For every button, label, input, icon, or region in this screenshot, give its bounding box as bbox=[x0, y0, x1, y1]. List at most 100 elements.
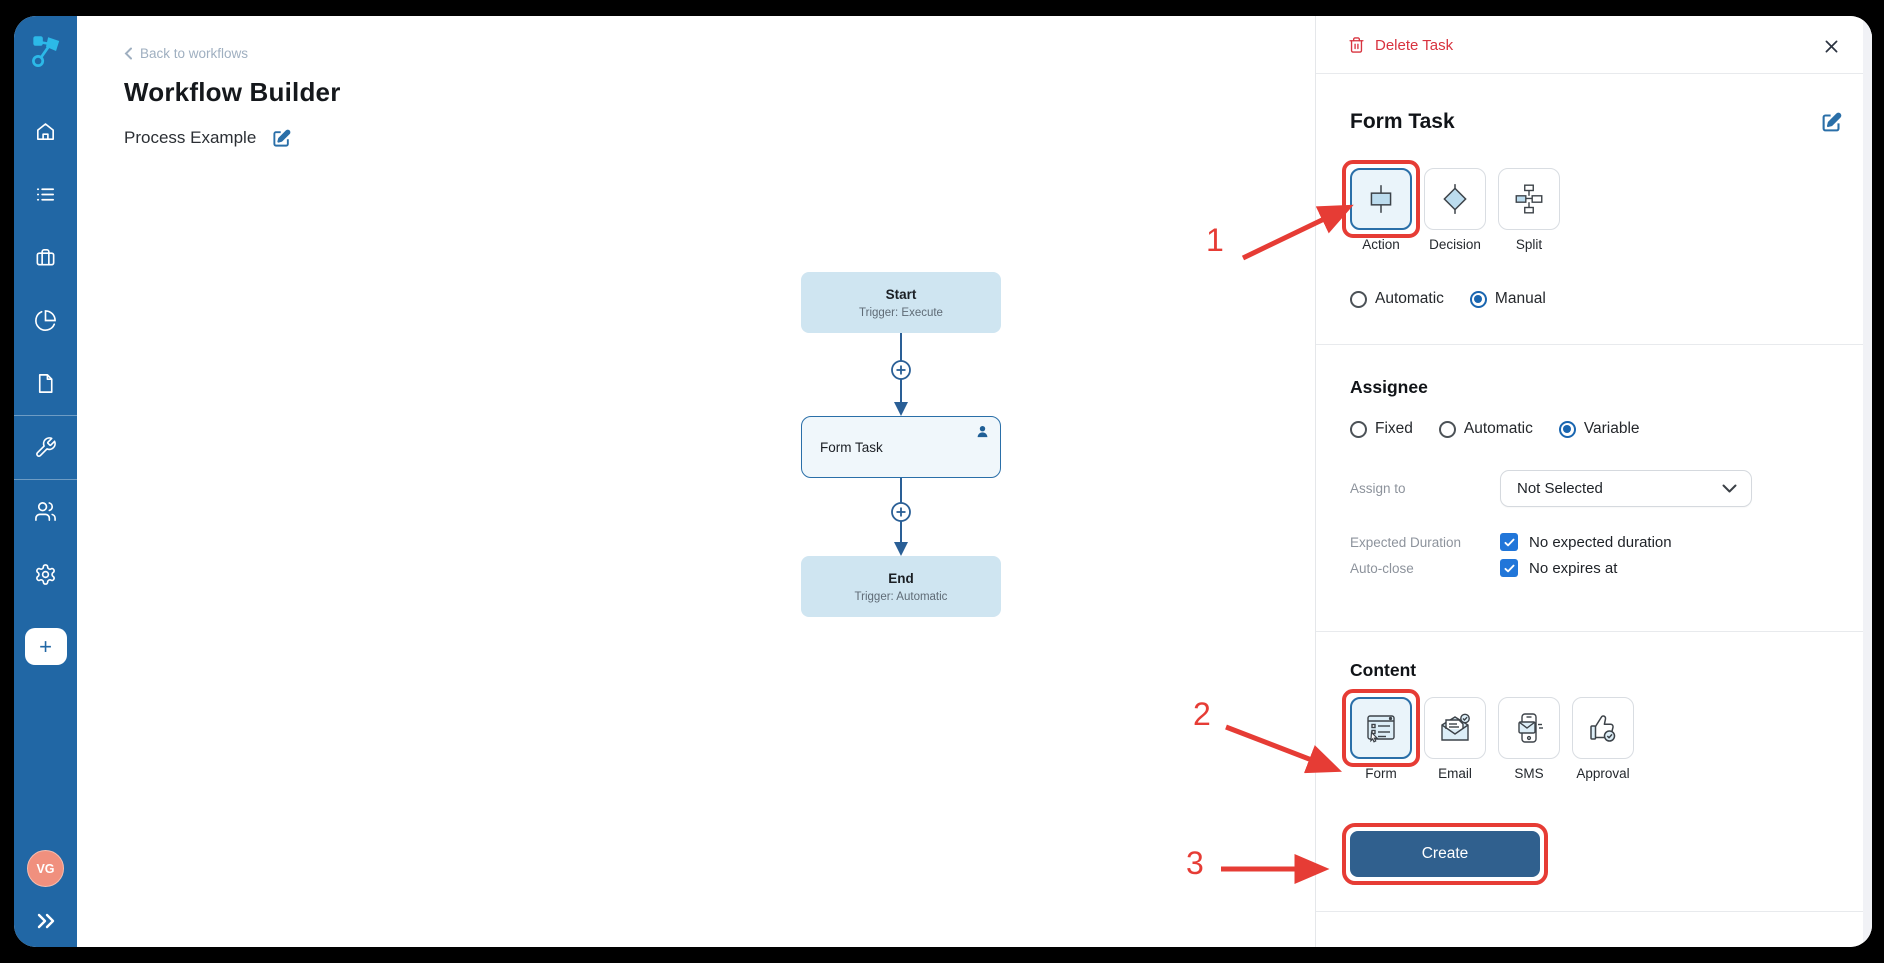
add-node-button[interactable] bbox=[891, 502, 911, 522]
sidebar-item-tools[interactable] bbox=[14, 416, 77, 479]
panel-divider bbox=[1316, 911, 1872, 912]
edit-task-icon[interactable] bbox=[1821, 112, 1842, 133]
task-type-decision-label: Decision bbox=[1429, 237, 1481, 252]
annotation-box-action bbox=[1342, 160, 1420, 238]
sidebar-item-reports[interactable] bbox=[14, 289, 77, 352]
sidebar-footer: VG bbox=[27, 850, 64, 931]
content-type-approval-button[interactable] bbox=[1572, 697, 1634, 759]
sidebar-item-users[interactable] bbox=[14, 480, 77, 543]
flow-node-form-task[interactable]: Form Task bbox=[801, 416, 1001, 478]
expand-sidebar-button[interactable] bbox=[35, 911, 57, 931]
split-shape-icon bbox=[1515, 184, 1543, 214]
page-title: Workflow Builder bbox=[124, 77, 341, 107]
panel-divider bbox=[1316, 344, 1872, 345]
radio-icon-unchecked bbox=[1438, 420, 1456, 438]
panel-divider bbox=[1316, 73, 1872, 74]
no-expires-checkbox[interactable]: No expires at bbox=[1500, 559, 1617, 577]
double-chevron-right-icon bbox=[37, 913, 54, 929]
action-shape-icon bbox=[1370, 185, 1392, 213]
decision-diamond-icon bbox=[1443, 184, 1467, 214]
content-type-email-label: Email bbox=[1438, 766, 1472, 781]
briefcase-icon bbox=[36, 249, 55, 266]
app-logo-icon[interactable] bbox=[27, 32, 65, 70]
workflow-diagram: Start Trigger: Execute Form Task bbox=[801, 272, 1001, 617]
edit-process-icon[interactable] bbox=[272, 129, 291, 148]
home-icon bbox=[37, 123, 54, 140]
process-name: Process Example bbox=[124, 128, 257, 147]
delete-task-button[interactable]: Delete Task bbox=[1348, 36, 1453, 54]
flow-node-start[interactable]: Start Trigger: Execute bbox=[801, 272, 1001, 333]
no-expected-duration-checkbox[interactable]: No expected duration bbox=[1500, 533, 1672, 551]
content-type-form-button[interactable] bbox=[1350, 697, 1412, 759]
panel-title: Form Task bbox=[1350, 110, 1455, 133]
content-type-approval-label: Approval bbox=[1576, 766, 1630, 781]
radio-icon-checked bbox=[1469, 290, 1487, 308]
sms-icon bbox=[1518, 713, 1543, 743]
content-type-email-button[interactable] bbox=[1424, 697, 1486, 759]
avatar[interactable]: VG bbox=[27, 850, 64, 887]
pie-chart-icon bbox=[35, 310, 56, 331]
panel-divider bbox=[1316, 631, 1872, 632]
checkbox-checked-icon bbox=[1500, 559, 1518, 577]
panel-scrollbar[interactable] bbox=[1863, 16, 1872, 947]
flow-node-end[interactable]: End Trigger: Automatic bbox=[801, 556, 1001, 617]
radio-fixed[interactable]: Fixed bbox=[1350, 420, 1413, 438]
add-button[interactable]: + bbox=[24, 628, 67, 665]
radio-assignee-automatic[interactable]: Automatic bbox=[1438, 420, 1533, 438]
chevron-left-icon bbox=[124, 47, 132, 60]
create-button[interactable]: Create bbox=[1350, 831, 1540, 877]
sidebar-divider bbox=[14, 479, 77, 480]
radio-automatic[interactable]: Automatic bbox=[1350, 290, 1444, 308]
sidebar: + VG bbox=[14, 16, 77, 947]
list-icon bbox=[36, 188, 55, 201]
gear-icon bbox=[36, 564, 55, 585]
sidebar-item-briefcase[interactable] bbox=[14, 226, 77, 289]
radio-icon-unchecked bbox=[1350, 420, 1367, 438]
radio-variable[interactable]: Variable bbox=[1558, 420, 1640, 438]
task-settings-panel: Delete Task Form Task bbox=[1315, 16, 1872, 947]
chevron-down-icon bbox=[1722, 484, 1737, 493]
radio-manual[interactable]: Manual bbox=[1469, 290, 1546, 308]
assignee-heading: Assignee bbox=[1350, 377, 1428, 397]
content-heading: Content bbox=[1350, 660, 1417, 680]
wrench-icon bbox=[36, 437, 56, 457]
sidebar-nav bbox=[14, 100, 77, 606]
assign-to-label: Assign to bbox=[1350, 481, 1406, 496]
content-type-form-label: Form bbox=[1365, 766, 1397, 781]
task-type-action-label: Action bbox=[1362, 237, 1400, 252]
document-icon bbox=[38, 374, 53, 393]
annotation-box-form bbox=[1342, 689, 1420, 767]
assign-to-select[interactable]: Not Selected bbox=[1500, 470, 1752, 507]
delete-task-label: Delete Task bbox=[1375, 36, 1454, 54]
app-window: + VG Back to workflows Workflow Builder … bbox=[14, 16, 1872, 947]
sidebar-item-settings[interactable] bbox=[14, 543, 77, 606]
add-node-button[interactable] bbox=[891, 360, 911, 380]
users-icon bbox=[35, 502, 56, 521]
auto-close-label: Auto-close bbox=[1350, 560, 1414, 576]
flow-connector bbox=[891, 478, 911, 556]
expected-duration-label: Expected Duration bbox=[1350, 534, 1462, 550]
annotation-box-create: Create bbox=[1342, 823, 1548, 885]
sidebar-item-home[interactable] bbox=[14, 100, 77, 163]
email-icon bbox=[1441, 713, 1470, 741]
sidebar-item-documents[interactable] bbox=[14, 352, 77, 415]
task-type-decision-button[interactable] bbox=[1424, 168, 1486, 230]
approval-icon bbox=[1590, 715, 1616, 742]
task-type-split-label: Split bbox=[1515, 237, 1543, 252]
assignee-person-icon bbox=[977, 426, 988, 438]
sidebar-divider bbox=[14, 415, 77, 416]
task-type-split-button[interactable] bbox=[1498, 168, 1560, 230]
flow-connector bbox=[891, 333, 911, 416]
task-type-action-button[interactable] bbox=[1350, 168, 1412, 230]
back-link[interactable]: Back to workflows bbox=[124, 46, 248, 61]
radio-icon-unchecked bbox=[1350, 290, 1367, 308]
assign-to-value: Not Selected bbox=[1517, 480, 1603, 497]
radio-icon-checked bbox=[1558, 420, 1576, 438]
close-icon[interactable] bbox=[1821, 36, 1842, 57]
main-canvas: Back to workflows Workflow Builder Proce… bbox=[77, 16, 1315, 947]
sidebar-item-list[interactable] bbox=[14, 163, 77, 226]
content-type-sms-label: SMS bbox=[1514, 766, 1544, 781]
trash-icon bbox=[1349, 37, 1364, 53]
form-icon bbox=[1367, 715, 1395, 743]
content-type-sms-button[interactable] bbox=[1498, 697, 1560, 759]
